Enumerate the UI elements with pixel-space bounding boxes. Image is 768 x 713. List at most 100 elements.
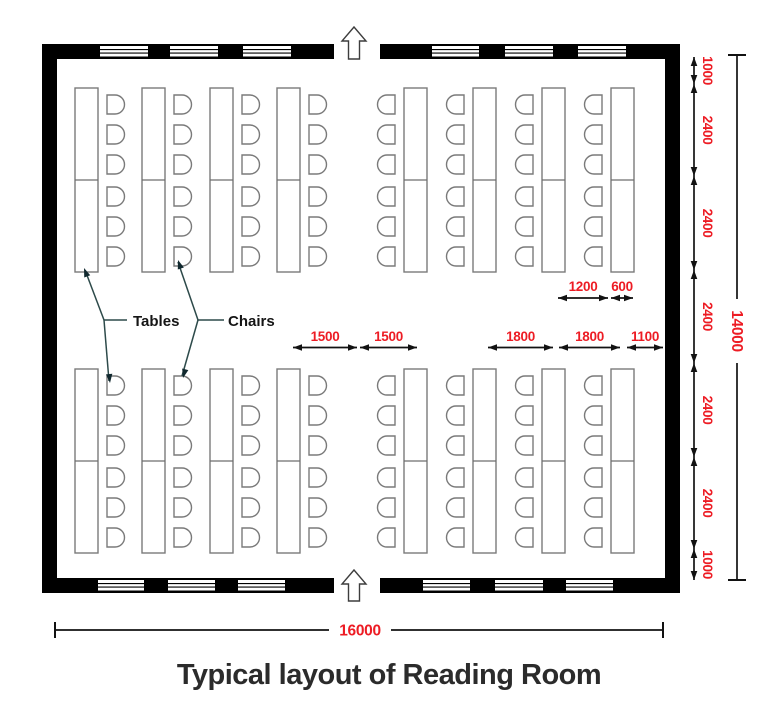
window-glass (495, 580, 543, 591)
chair (241, 154, 261, 175)
dim-label-aisle-left: 1500 (311, 329, 340, 344)
chair (173, 467, 193, 488)
leader-lines-layer (84, 260, 224, 383)
chair (241, 124, 261, 145)
chair (241, 186, 261, 207)
window-glass (98, 580, 144, 591)
chair (308, 246, 328, 267)
leader-arrowhead (105, 373, 113, 383)
dimension-arrowhead (360, 344, 369, 351)
chair (445, 375, 465, 396)
chair (308, 435, 328, 456)
dimension-arrowhead (690, 354, 698, 363)
chair (445, 216, 465, 237)
leader-line (103, 319, 110, 382)
chair (376, 405, 396, 426)
chair (445, 467, 465, 488)
page-title: Typical layout of Reading Room (177, 659, 601, 691)
chair (514, 186, 534, 207)
chair (308, 497, 328, 518)
dimension-arrowhead (654, 344, 663, 351)
chair (376, 186, 396, 207)
chair (173, 435, 193, 456)
chair (308, 405, 328, 426)
chair (445, 154, 465, 175)
chair (376, 527, 396, 548)
leader-line (84, 269, 105, 321)
window-glass (566, 580, 613, 591)
chair (583, 216, 603, 237)
chair (583, 467, 603, 488)
chair (514, 527, 534, 548)
window-glass (100, 46, 148, 57)
dim-label-chain-7: 1000 (700, 550, 715, 579)
chair (106, 527, 126, 548)
chair (445, 497, 465, 518)
chair (376, 435, 396, 456)
dim-label-1200: 1200 (569, 279, 598, 294)
leader-line (177, 261, 199, 321)
chair (173, 216, 193, 237)
chair (241, 246, 261, 267)
chair (583, 124, 603, 145)
chair (106, 186, 126, 207)
chair (376, 216, 396, 237)
chair (106, 375, 126, 396)
chair (241, 467, 261, 488)
dimension-arrowhead (544, 344, 553, 351)
chair (445, 405, 465, 426)
chair (514, 94, 534, 115)
dim-label-chain-2: 2400 (700, 116, 715, 145)
window-glass (432, 46, 479, 57)
chair (514, 375, 534, 396)
chair (376, 154, 396, 175)
window-glass (578, 46, 626, 57)
dimension-arrowhead (690, 261, 698, 270)
dimension-arrowhead (690, 270, 698, 279)
chair (514, 124, 534, 145)
chair (583, 246, 603, 267)
dimension-arrowhead (690, 363, 698, 372)
chair (106, 216, 126, 237)
chair (173, 246, 193, 267)
dim-label-chain-6: 2400 (700, 489, 715, 518)
dim-label-chain-4: 2400 (700, 302, 715, 331)
window-glass (238, 580, 285, 591)
chair (583, 375, 603, 396)
chair (376, 246, 396, 267)
wall-right (665, 44, 680, 593)
dimension-arrowhead (690, 84, 698, 93)
chair (376, 94, 396, 115)
chair (583, 154, 603, 175)
dimension-labels: 1500 1500 1800 1800 1100 1200 600 1000 2… (311, 56, 745, 639)
chair (514, 435, 534, 456)
chair (445, 527, 465, 548)
chair (376, 375, 396, 396)
chair (376, 124, 396, 145)
leader-line (181, 319, 199, 377)
dim-label-spacing-1: 1800 (506, 329, 535, 344)
window-glass (243, 46, 291, 57)
dimension-arrowhead (611, 294, 620, 302)
windows-layer (98, 46, 626, 591)
chair (173, 94, 193, 115)
chair (173, 154, 193, 175)
chair (241, 405, 261, 426)
dim-label-spacing-2: 1800 (575, 329, 604, 344)
dim-label-chain-5: 2400 (700, 396, 715, 425)
chair (376, 467, 396, 488)
chair (173, 186, 193, 207)
chair (514, 216, 534, 237)
chair (106, 467, 126, 488)
chair (241, 216, 261, 237)
dim-label-600: 600 (611, 279, 633, 294)
chair (445, 124, 465, 145)
chair (241, 435, 261, 456)
dimension-arrowhead (611, 344, 620, 351)
chair (106, 94, 126, 115)
dimension-arrowhead (559, 344, 568, 351)
chair (514, 467, 534, 488)
window-glass (170, 46, 218, 57)
